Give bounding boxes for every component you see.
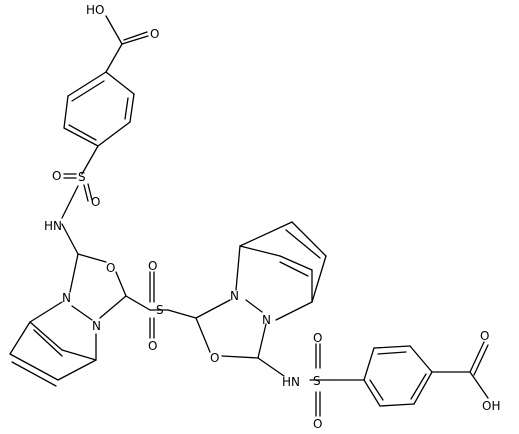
sulfonyl-sulfur-label-bottom: S — [313, 374, 321, 388]
carbonyl-oxygen-label-top: O — [150, 27, 159, 41]
sulfonyl-oxygen-label-top-1: O — [52, 169, 61, 183]
ring-nitrogen-label-right-2: N — [262, 313, 271, 327]
amine-label-bottom: HN — [282, 375, 300, 389]
left-bicyclic-core — [9, 223, 151, 387]
hydroxyl-label-bottom: OH — [482, 399, 500, 413]
sulfonyl-oxygen-label-bottom-2: O — [313, 417, 322, 431]
ring-nitrogen-label-right-1: N — [230, 289, 239, 303]
ring-nitrogen-label-left-1: N — [62, 291, 71, 305]
ring-nitrogen-label-left-2: N — [92, 319, 101, 333]
top-carboxybenzene-group — [61, 15, 149, 219]
amine-label-top: HN — [44, 219, 62, 233]
atom-labels: HO O O S O HN O N N O S O N N O HN O S O… — [44, 3, 500, 431]
sulfonyl-oxygen-label-top-2: O — [91, 195, 100, 209]
sulfonyl-oxygen-label-bottom-1: O — [313, 331, 322, 345]
bridge-sulfur-label: S — [156, 303, 164, 317]
right-bicyclic-core — [195, 221, 327, 359]
bridge-oxygen-label-bottom: O — [148, 339, 157, 353]
bottom-carboxybenzene-group — [257, 341, 489, 417]
carbonyl-oxygen-label-bottom: O — [480, 329, 489, 343]
central-sulfonyl-bridge — [149, 271, 197, 339]
ring-oxygen-label-right: O — [210, 351, 219, 365]
bridge-oxygen-label-top: O — [148, 259, 157, 273]
hydroxyl-label-top: HO — [86, 3, 104, 17]
sulfonyl-sulfur-label-top: S — [78, 170, 86, 184]
ring-oxygen-label-left: O — [106, 261, 115, 275]
